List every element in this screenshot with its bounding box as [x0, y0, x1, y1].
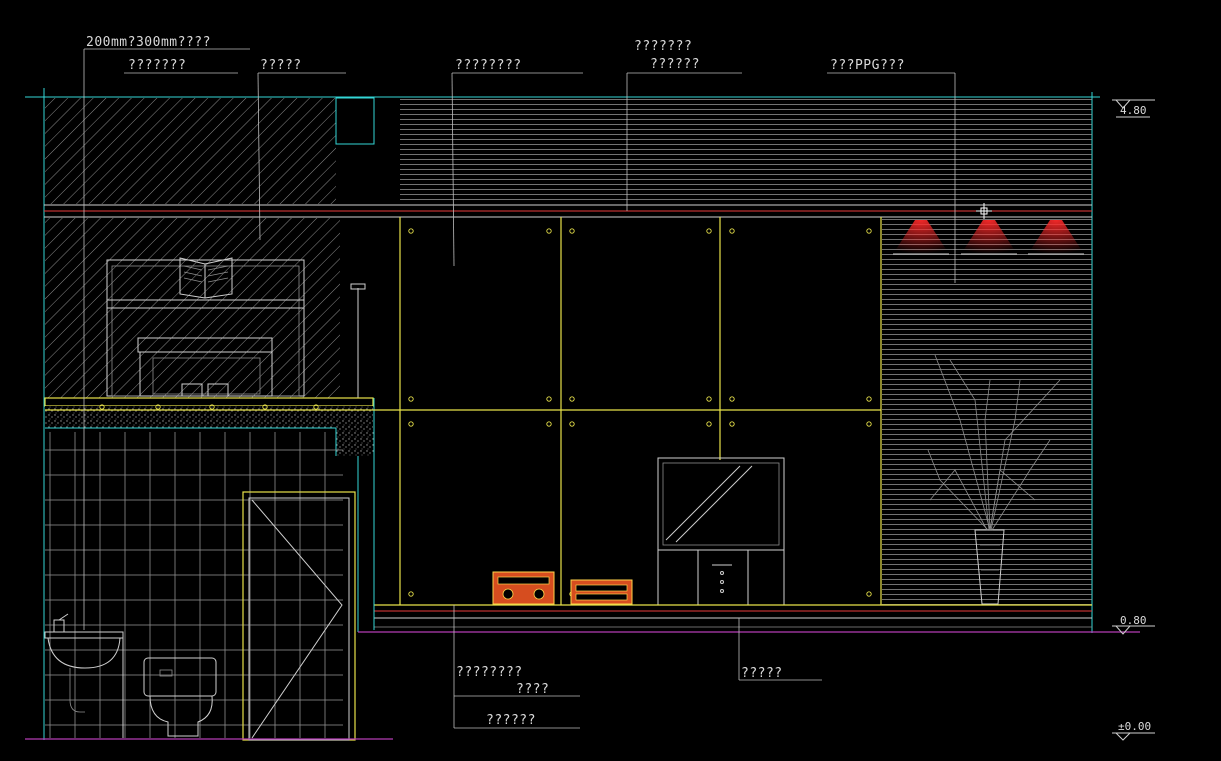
annotation-b3: ?????: [741, 666, 783, 681]
annotation-a4-line1: ???????: [634, 39, 692, 54]
striped-side-wall: [882, 218, 1092, 605]
upper-bulkhead: [45, 97, 375, 204]
wall-panel-grid: [45, 217, 882, 605]
annotation-a2: ?????: [260, 58, 302, 73]
spotlight-icon: [1028, 220, 1084, 255]
bathroom-wall: [45, 432, 359, 738]
toilet: [143, 657, 217, 737]
ceiling-band: [400, 98, 1092, 204]
loft-bed: [45, 218, 366, 398]
annotation-spec-note: 200mm?300mm????: [86, 35, 211, 50]
annotation-a1: ???????: [128, 58, 186, 73]
washbasin: [44, 613, 124, 738]
level-marker-floor: 0.80: [1112, 614, 1155, 635]
tv-set: [657, 457, 785, 606]
plant-vase: [927, 354, 1061, 605]
level-marker-ground: ±0.00: [1112, 720, 1155, 741]
bathroom-door[interactable]: [242, 491, 356, 741]
level-label-floor: 0.80: [1120, 614, 1147, 627]
leader-lines-top: [83, 48, 956, 630]
floor: [25, 456, 1140, 740]
annotation-b1-line2: ????: [516, 682, 549, 697]
stereo-right: [570, 579, 633, 605]
leader-lines-bottom: [453, 605, 822, 729]
spotlight-icon: [893, 220, 949, 255]
crosshair-cursor-icon: [976, 203, 992, 219]
spotlights: [893, 220, 1084, 255]
annotation-a5: ???PPG???: [830, 58, 905, 73]
stereo-left: [492, 571, 555, 605]
level-label-ground: ±0.00: [1118, 720, 1151, 733]
annotation-a3: ????????: [455, 58, 522, 73]
annotation-a4-line2: ??????: [650, 57, 700, 72]
level-marker-top: 4.80: [1112, 99, 1155, 118]
level-label-top: 4.80: [1120, 104, 1147, 117]
spotlight-icon: [961, 220, 1017, 255]
annotation-b1-line1: ????????: [456, 665, 523, 680]
annotation-b2: ??????: [486, 713, 536, 728]
open-book: [179, 257, 233, 299]
